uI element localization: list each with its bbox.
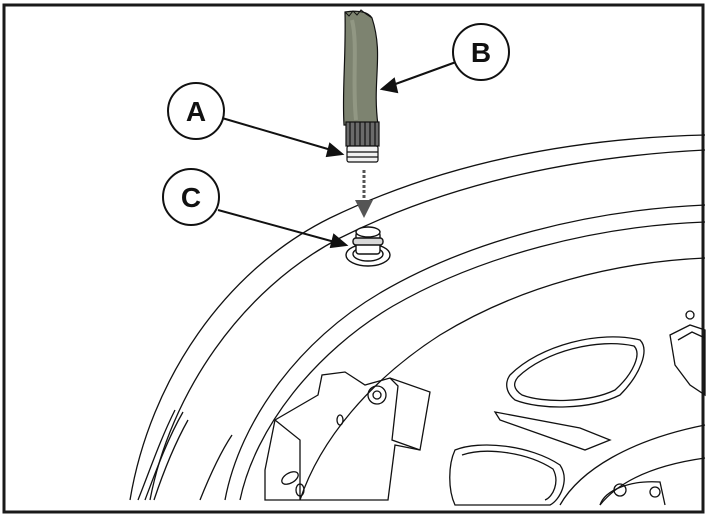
valve-stem: [345, 226, 391, 267]
tire-outer-edge-inner: [149, 149, 706, 501]
bracket-slot: [336, 414, 344, 426]
hub-cutout: [449, 444, 565, 506]
hub-bolt: [649, 486, 661, 498]
hose-torn-end: [344, 9, 373, 19]
bracket-slot: [281, 471, 299, 485]
hub-bolt: [685, 310, 695, 320]
leader-b: [389, 61, 457, 87]
hub-cutout: [506, 336, 645, 408]
callout-c: C: [162, 168, 220, 226]
insert-direction-arrow: [355, 170, 373, 218]
hose-highlight: [350, 19, 358, 121]
hub-spoke: [669, 324, 706, 397]
callout-circle: [452, 23, 510, 81]
leader-a: [221, 117, 339, 153]
bracket-bend: [274, 419, 301, 500]
callout-a: A: [167, 82, 225, 140]
hose-body: [342, 10, 379, 126]
rim-edge-inner: [239, 221, 706, 501]
callout-circle: [162, 168, 220, 226]
sidewall-rib: [199, 434, 233, 501]
callout-letter: B: [471, 37, 491, 68]
callout-letter: A: [186, 96, 206, 127]
hose-nozzle: [345, 121, 380, 163]
hub-spoke: [677, 331, 706, 341]
wheel-assembly: [129, 134, 706, 506]
bracket-slot: [295, 483, 305, 497]
rim-shoulder: [299, 257, 706, 501]
bracket-bolt-hole-inner: [372, 390, 382, 400]
hub-spoke: [493, 411, 612, 451]
tire-outer-edge: [129, 134, 706, 501]
callout-b: B: [452, 23, 510, 81]
nozzle-collar: [345, 121, 380, 147]
hub-bolt: [613, 483, 627, 497]
hub-cutout-inner: [514, 343, 638, 402]
valve-cap: [355, 226, 381, 238]
nozzle-tip: [346, 145, 379, 163]
callout-letter: C: [181, 182, 201, 213]
sidewall-rib: [153, 419, 189, 501]
hub-rim-arc: [599, 457, 706, 506]
leader-c: [217, 209, 343, 245]
callout-labels: A B C: [162, 23, 510, 226]
rim-edge: [224, 204, 706, 501]
valve-body-band: [352, 237, 384, 246]
sidewall-rib: [137, 409, 176, 501]
air-hose: [342, 9, 379, 126]
bracket-flange: [389, 377, 421, 451]
hub-cutout-inner: [461, 450, 557, 501]
callout-circle: [167, 82, 225, 140]
sidewall-rib: [144, 411, 184, 501]
hub-rim-arc: [559, 424, 706, 506]
callout-leaders: [217, 61, 457, 249]
bracket-bolt-hole: [367, 385, 387, 405]
